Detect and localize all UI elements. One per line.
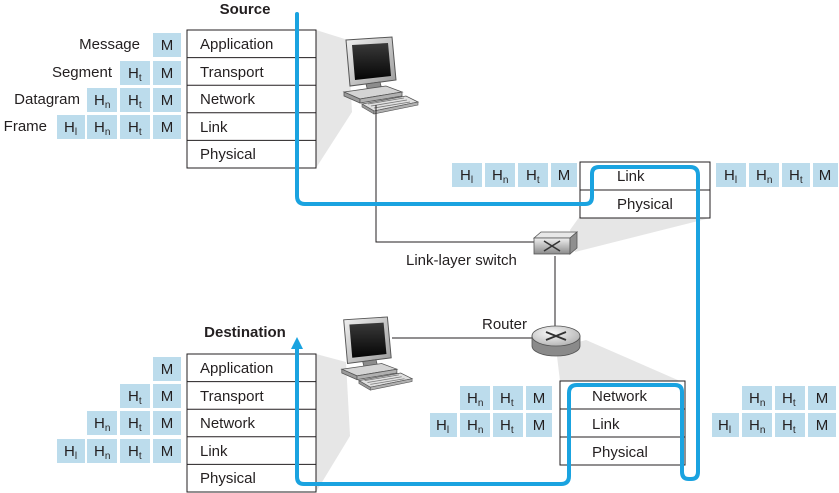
hdr-m: M [161, 361, 174, 378]
hdr-ht: Ht [526, 167, 540, 186]
hdr-hn: Hn [94, 92, 110, 111]
switch-beam [570, 216, 710, 252]
hdr-m: M [533, 390, 546, 407]
router-outgoing-frame: Hl Hn Ht M [712, 413, 836, 437]
hdr-hn: Hn [467, 390, 483, 409]
hdr-m: M [533, 417, 546, 434]
router-incoming-datagram: Hn Ht M [460, 386, 552, 410]
router-layer-physical: Physical [592, 444, 648, 461]
router-icon [531, 325, 581, 357]
hdr-ht: Ht [128, 92, 142, 111]
pdu-datagram-label: Datagram [14, 91, 80, 108]
hdr-m: M [558, 167, 571, 184]
source-computer-icon [343, 36, 419, 115]
destination-link-headers: Hl Hn Ht M [57, 439, 181, 463]
source-layer-network: Network [200, 91, 256, 108]
router-beam [556, 340, 680, 381]
router-incoming-frame: Hl Hn Ht M [430, 413, 552, 437]
hdr-ht: Ht [128, 119, 142, 138]
destination-layer-transport: Transport [200, 388, 264, 405]
hdr-hn: Hn [94, 443, 110, 462]
hdr-m: M [816, 417, 829, 434]
destination-network-headers: Hn Ht M [87, 411, 181, 435]
router-protocol-stack: Network Link Physical [559, 380, 686, 466]
destination-layer-application: Application [200, 360, 273, 377]
hdr-hn: Hn [492, 167, 508, 186]
source-host-beam [316, 30, 352, 168]
source-label: Source [220, 1, 271, 18]
hdr-m: M [161, 119, 174, 136]
hdr-m: M [161, 388, 174, 405]
data-path-arrowhead [291, 337, 303, 349]
router-outgoing-datagram: Hn Ht M [742, 386, 836, 410]
hdr-hn: Hn [467, 417, 483, 436]
hdr-ht: Ht [128, 443, 142, 462]
source-segment-headers: Ht M [120, 61, 181, 85]
router-layer-network: Network [592, 388, 648, 405]
hdr-hn: Hn [94, 415, 110, 434]
destination-host-beam [316, 354, 350, 492]
source-protocol-stack: Application Transport Network Link Physi… [186, 29, 317, 169]
destination-protocol-stack: Application Transport Network Link Physi… [186, 353, 317, 493]
switch-outgoing-frame: Hl Hn Ht M [716, 163, 838, 187]
hdr-ht: Ht [128, 65, 142, 84]
source-frame-headers: Hl Hn Ht M [57, 115, 181, 139]
hdr-hl: Hl [724, 167, 737, 186]
source-datagram-headers: Hn Ht M [87, 88, 181, 112]
pdu-frame-label: Frame [4, 118, 47, 135]
hdr-hn: Hn [94, 119, 110, 138]
destination-layer-link: Link [200, 443, 228, 460]
hdr-ht: Ht [782, 417, 796, 436]
source-to-switch-link [375, 105, 534, 243]
destination-computer-icon [341, 316, 413, 391]
hdr-ht: Ht [500, 417, 514, 436]
router-layer-link: Link [592, 416, 620, 433]
hdr-m: M [161, 65, 174, 82]
destination-application-headers: M [153, 357, 181, 381]
hdr-hl: Hl [460, 167, 473, 186]
switch-protocol-stack: Link Physical [579, 161, 711, 219]
hdr-m: M [816, 390, 829, 407]
hdr-hl: Hl [718, 417, 731, 436]
hdr-ht: Ht [500, 390, 514, 409]
hdr-ht: Ht [782, 390, 796, 409]
switch-layer-link: Link [617, 168, 645, 185]
router-label: Router [482, 316, 527, 333]
switch-incoming-frame: Hl Hn Ht M [452, 163, 577, 187]
hdr-m: M [161, 443, 174, 460]
hdr-m: M [161, 92, 174, 109]
hdr-ht: Ht [128, 388, 142, 407]
switch-icon [532, 231, 579, 255]
hdr-ht: Ht [128, 415, 142, 434]
pdu-message-label: Message [79, 36, 140, 53]
hdr-hn: Hn [756, 167, 772, 186]
hdr-hn: Hn [749, 390, 765, 409]
hdr-ht: Ht [789, 167, 803, 186]
hdr-hl: Hl [436, 417, 449, 436]
destination-layer-physical: Physical [200, 470, 256, 487]
destination-transport-headers: Ht M [120, 384, 181, 408]
source-layer-transport: Transport [200, 64, 264, 81]
source-layer-application: Application [200, 36, 273, 53]
hdr-m: M [819, 167, 832, 184]
pdu-segment-label: Segment [52, 64, 113, 81]
hdr-hn: Hn [749, 417, 765, 436]
hdr-m: M [161, 415, 174, 432]
switch-label: Link-layer switch [406, 252, 517, 269]
hdr-hl: Hl [64, 443, 77, 462]
destination-layer-network: Network [200, 415, 256, 432]
source-message-headers: M [153, 33, 181, 57]
data-path-line [295, 12, 700, 486]
switch-layer-physical: Physical [617, 196, 673, 213]
hdr-m: M [161, 37, 174, 54]
destination-label: Destination [204, 324, 286, 341]
hdr-hl: Hl [64, 119, 77, 138]
source-layer-physical: Physical [200, 146, 256, 163]
source-layer-link: Link [200, 119, 228, 136]
